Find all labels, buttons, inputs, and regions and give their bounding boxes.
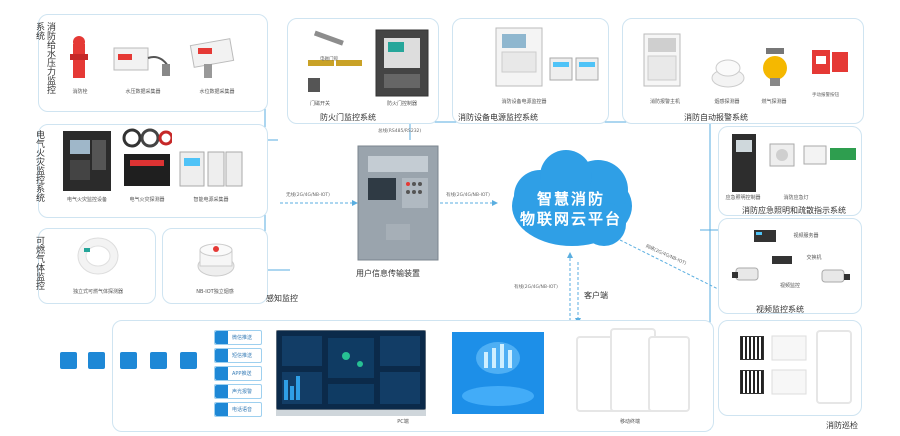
- switch-icon: [770, 252, 794, 271]
- elec-fire-controller-label: 电气火灾监控设备: [66, 197, 107, 203]
- fire-water-title: 消防给水压力监控系统: [34, 22, 55, 94]
- settings-icon: [120, 352, 137, 369]
- transmitter-icon: [356, 144, 440, 266]
- power-module-icon: [548, 54, 604, 88]
- notif-item-2: 短信推送: [214, 348, 262, 363]
- evac-controller-icon: [730, 132, 758, 198]
- qr-tag-icon: [770, 334, 808, 402]
- fire-panel-icon: [642, 32, 682, 92]
- door-controller-icon: [374, 28, 430, 102]
- sensing-monitor-title: 感知监控: [266, 294, 298, 303]
- fire-door-system-title: 防火门监控系统: [320, 113, 376, 122]
- building-icon: [150, 352, 167, 369]
- gas-detector-icon: [76, 236, 120, 280]
- notif-item-1: 微信推送: [214, 330, 262, 345]
- fire-panel-label: 消防报警主机: [649, 99, 680, 105]
- manual-alarm-icon: [810, 48, 850, 82]
- residual-current-detector-icon: [122, 128, 174, 194]
- water-pressure-label: 水压数据采集器: [125, 89, 161, 95]
- video-panel: [718, 218, 862, 314]
- hologram-illustration: [452, 332, 544, 418]
- door-sensor-icon: [300, 30, 370, 104]
- mobile-label: 移动终端: [619, 419, 640, 425]
- qr-code-1: [740, 336, 764, 360]
- elec-fire-controller-icon: [62, 130, 112, 196]
- hydrant-icon: [68, 34, 90, 86]
- smoke-alarm-label: 烟感探测器: [714, 99, 740, 105]
- client-label: 客户端: [584, 291, 608, 300]
- water-level-sensor-icon: [186, 36, 248, 84]
- electromagnetic-lock-label: 电磁门锁: [320, 57, 338, 62]
- nvr-label: 视频服务器: [793, 233, 819, 239]
- power-monitor-system-title: 消防设备电源监控系统: [458, 113, 538, 122]
- cloud-title-line1: 智慧消防: [536, 190, 605, 208]
- mobile-phone-3: [648, 336, 690, 412]
- water-level-label: 水位数据采集器: [199, 89, 235, 95]
- residual-current-label: 电气火灾探测器: [129, 197, 165, 203]
- cloud-shape: [500, 146, 640, 262]
- qr-code-2: [740, 370, 764, 394]
- pc-label: PC端: [397, 419, 409, 425]
- manual-alarm-label: 手动报警按钮: [812, 93, 839, 98]
- evac-controller-label: 应急照明控制器: [725, 195, 761, 201]
- people-icon: [88, 352, 105, 369]
- transmitter-label: 用户信息传输装置: [356, 269, 420, 278]
- door-sensor-label: 门磁开关: [309, 101, 330, 107]
- link-right-label: 有线(2G/4G/NB-IOT): [446, 193, 490, 198]
- notif-item-4: 声光报警: [214, 384, 262, 399]
- smart-meter-label: 智能电源采集器: [193, 197, 229, 203]
- smoke-detector-label: NB-IOT独立烟感: [196, 289, 234, 295]
- gas-detector-label: 独立式可燃气体探测器: [72, 289, 123, 295]
- smart-meter-icon: [178, 148, 244, 194]
- link-left-label: 无线(2G/4G/NB-IOT): [286, 193, 330, 198]
- pc-screen: [275, 329, 427, 420]
- water-pressure-sensor-icon: [112, 40, 174, 84]
- patrol-title: 消防巡检: [826, 421, 858, 430]
- power-monitor-icon: [494, 26, 544, 92]
- smoke-detector-icon: [194, 238, 238, 286]
- switch-label: 交换机: [806, 255, 822, 261]
- link-top-label: 总线(RS485/RS232): [378, 129, 422, 134]
- notif-item-5: 电话语音: [214, 402, 262, 417]
- power-monitor-label: 消防设备电源监控器: [501, 99, 547, 105]
- smoke-alarm-icon: [708, 54, 748, 94]
- electrical-fire-title: 电气火灾监控系统: [34, 130, 44, 202]
- camera-left-icon: [732, 264, 766, 292]
- gas-alarm-icon: [760, 44, 790, 92]
- gas-alarm-label: 燃气探测器: [761, 99, 787, 105]
- hydrant-label: 消防栓: [72, 89, 88, 95]
- door-controller-label: 防火门控制器: [386, 101, 417, 107]
- link-bottom-label: 有线(2G/4G/NB-IOT): [514, 285, 558, 290]
- auto-alarm-system-title: 消防自动报警系统: [684, 113, 748, 122]
- nvr-icon: [752, 226, 780, 250]
- camera-right-icon: [816, 266, 850, 294]
- notif-item-3: APP推送: [214, 366, 262, 381]
- video-system-title: 视频监控系统: [756, 305, 804, 314]
- cloud-title-line2: 物联网云平台: [519, 210, 622, 228]
- evac-system-title: 消防应急照明和疏散指示系统: [742, 206, 846, 215]
- camera-label: 视频监控: [779, 283, 800, 289]
- patrol-phone: [816, 330, 852, 404]
- user-icon: [60, 352, 77, 369]
- evac-light-label: 消防应急灯: [783, 195, 809, 201]
- evac-light-icon: [768, 140, 858, 174]
- factory-icon: [180, 352, 197, 369]
- gas-title: 可燃气体监控: [34, 236, 44, 290]
